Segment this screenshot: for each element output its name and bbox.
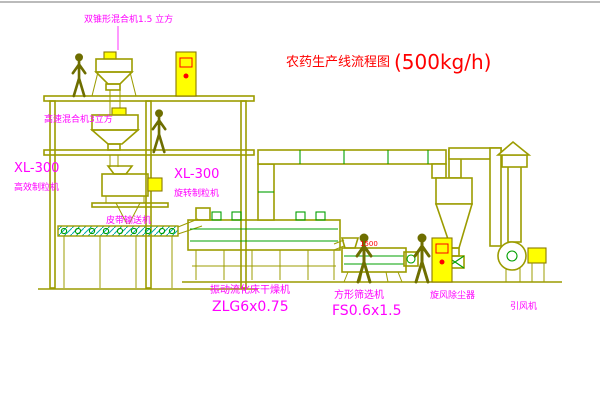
label-top-mixer: 双锥形混合机1.5 立方 [84, 13, 173, 25]
label-granulator-left-model: XL-300 [14, 161, 59, 176]
label-dryer-model: ZLG6x0.75 [212, 299, 289, 315]
worker-figure-floor2 [151, 107, 167, 154]
rotary-granulator [101, 165, 163, 225]
label-sieve-model: FS0.6x1.5 [332, 303, 402, 319]
worker-figure-roof [71, 51, 87, 98]
fan-motor [527, 247, 547, 264]
label-cyclone: 旋风除尘器 [430, 289, 475, 301]
label-high-speed-mixer: 高速混合机3立方 [44, 113, 113, 125]
electric-control-cabinet-top [175, 51, 197, 97]
label-sieve-name: 方形筛选机 [334, 288, 384, 301]
mixer-motor [103, 51, 117, 60]
induced-draft-fan [495, 140, 547, 282]
stack-rain-cap [495, 140, 532, 156]
drawing-title: 农药生产线流程图 [286, 55, 390, 70]
label-granulator-mid-name: 旋转制粒机 [174, 187, 219, 199]
drawing-title-capacity: (500kg/h) [394, 50, 491, 74]
label-fan: 引风机 [510, 300, 537, 312]
electric-control-cabinet-ground [431, 237, 453, 283]
exhaust-duct [257, 149, 447, 221]
fan-volute [497, 241, 527, 271]
label-belt-conveyor: 皮带输送机 [106, 214, 151, 226]
sieve-vibrator [403, 251, 419, 267]
square-sieve [333, 237, 419, 283]
belt-conveyor [57, 218, 203, 288]
label-dryer-name: 振动流化床干燥机 [210, 283, 290, 296]
label-sieve-dimension: 1500 [360, 240, 378, 248]
high-speed-mixer [89, 107, 141, 167]
granulator-motor [147, 177, 163, 192]
mixer-motor [111, 107, 127, 116]
indicator-light-icon [439, 259, 445, 265]
label-granulator-left-name: 高效制粒机 [14, 181, 59, 193]
exhaust-stack [507, 165, 522, 243]
label-granulator-mid-model: XL-300 [174, 167, 219, 182]
worker-figure-right [413, 232, 431, 284]
platform-structure [38, 95, 562, 290]
indicator-light-icon [183, 73, 189, 79]
double-cone-mixer [91, 51, 137, 115]
